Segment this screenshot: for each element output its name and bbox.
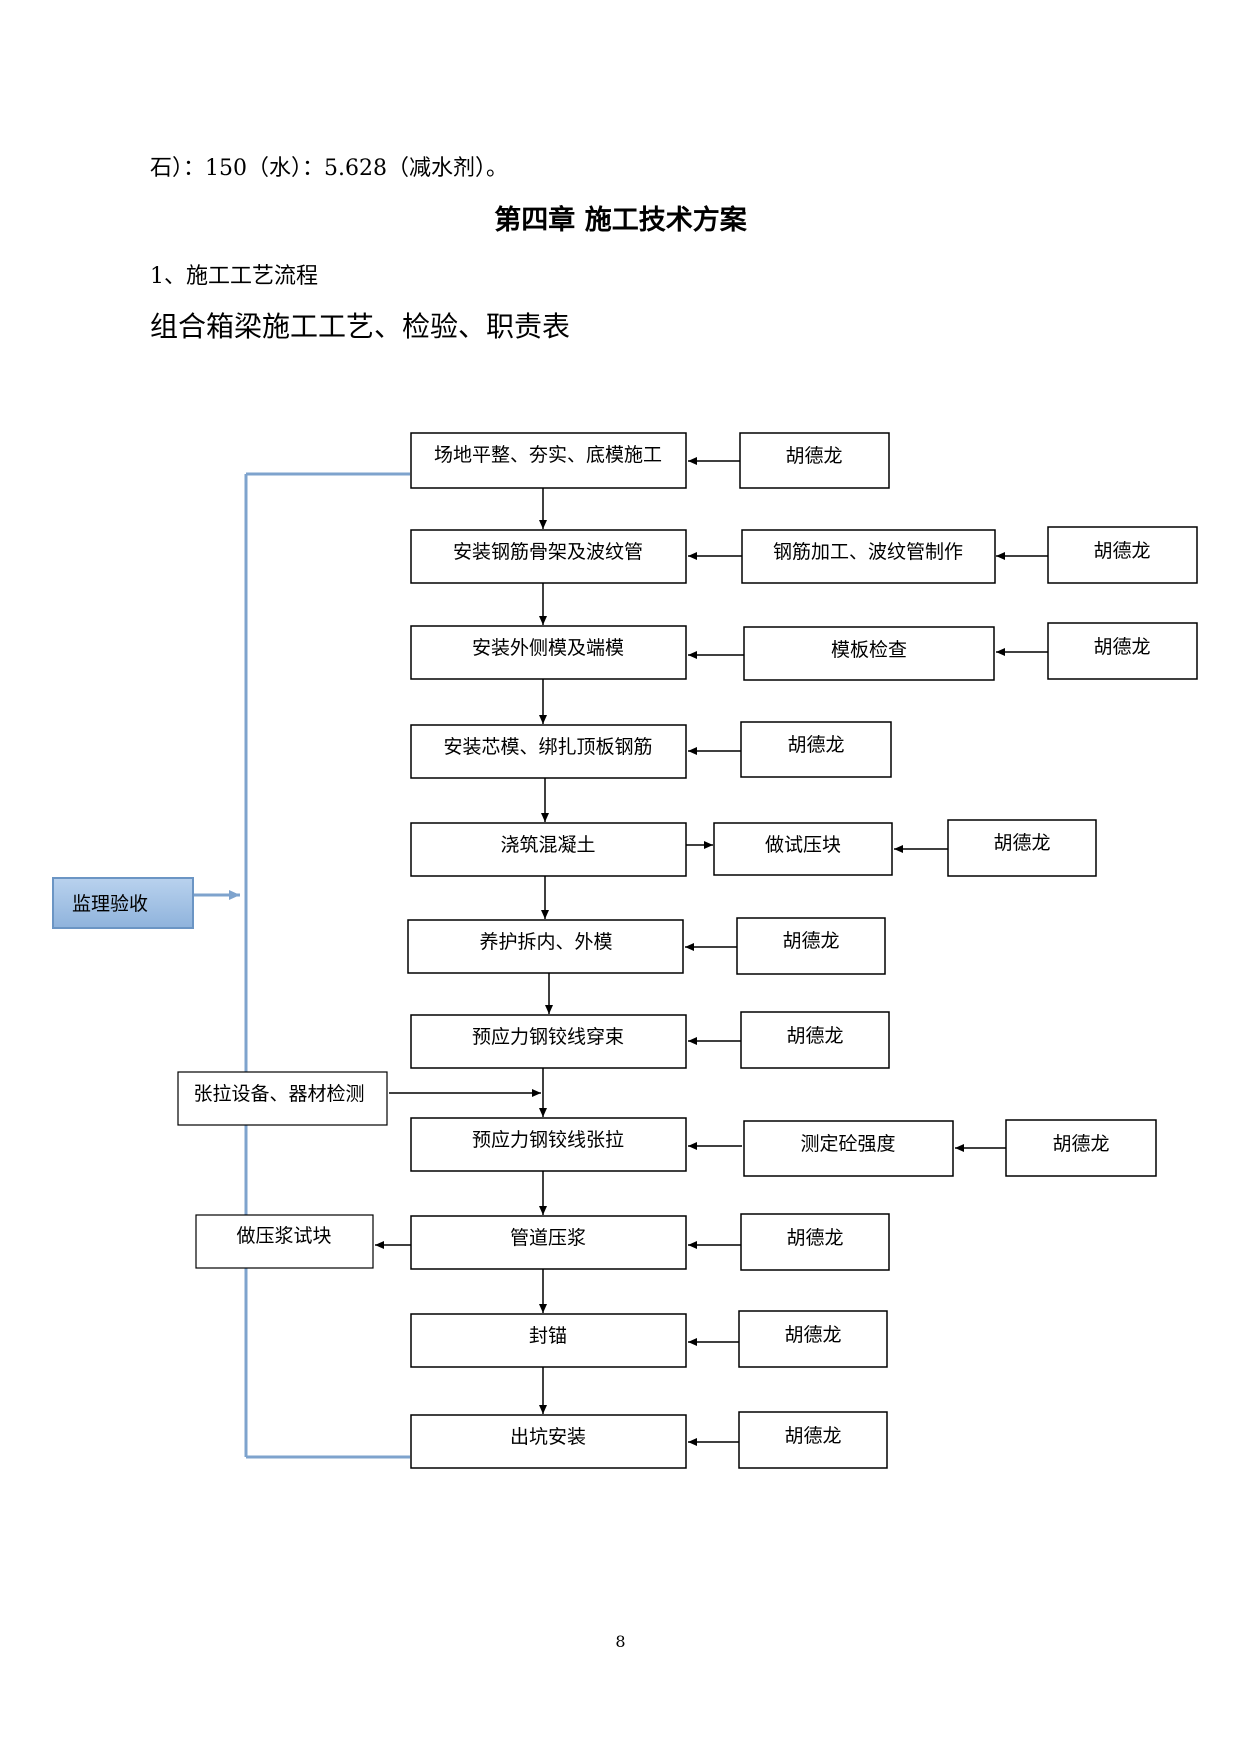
process-step: 管道压浆 — [410, 1215, 687, 1270]
flow-arrows-down — [539, 488, 553, 1414]
responsible-label: 胡德龙 — [786, 1025, 843, 1047]
responsible-box: 胡德龙 — [1005, 1119, 1157, 1177]
supervision-label: 监理验收 — [72, 893, 148, 915]
step-label: 出坑安装 — [510, 1426, 586, 1448]
responsible-label: 胡德龙 — [782, 930, 839, 952]
responsible-label: 胡德龙 — [1093, 540, 1150, 562]
step-label: 预应力钢铰线穿束 — [472, 1026, 624, 1048]
step-label: 管道压浆 — [510, 1227, 586, 1249]
step-label: 安装钢筋骨架及波纹管 — [453, 541, 643, 563]
step-label: 场地平整、夯实、底模施工 — [434, 444, 662, 466]
process-step: 安装外侧模及端模 — [410, 625, 687, 680]
responsible-box: 胡德龙 — [947, 819, 1097, 877]
process-step: 封锚 — [410, 1313, 687, 1368]
svg-text:钢筋加工、波纹管制作: 钢筋加工、波纹管制作 — [773, 541, 963, 563]
step-label: 浇筑混凝土 — [500, 834, 595, 856]
rebar-processing-box: 钢筋加工、波纹管制作 — [741, 529, 996, 584]
grout-test-block-box: 做压浆试块 — [195, 1214, 374, 1269]
responsible-box: 胡德龙 — [738, 1411, 888, 1469]
process-step: 场地平整、夯实、底模施工 — [410, 432, 687, 489]
responsible-box: 胡德龙 — [1047, 622, 1198, 680]
responsible-box: 胡德龙 — [738, 1310, 888, 1368]
page-number: 8 — [615, 1632, 626, 1651]
process-step: 安装钢筋骨架及波纹管 — [410, 529, 687, 584]
responsible-label: 胡德龙 — [787, 734, 844, 756]
svg-text:做压浆试块: 做压浆试块 — [236, 1225, 331, 1247]
svg-text:张拉设备、器材检测: 张拉设备、器材检测 — [193, 1083, 364, 1105]
process-step: 安装芯模、绑扎顶板钢筋 — [410, 724, 687, 779]
supervision-bracket — [194, 472, 410, 1459]
responsible-label: 胡德龙 — [993, 832, 1050, 854]
supervision-box: 监理验收 — [52, 877, 194, 929]
tension-equipment-box: 张拉设备、器材检测 — [177, 1071, 388, 1126]
concrete-strength-box: 测定砼强度 — [743, 1120, 954, 1177]
step-label: 安装芯模、绑扎顶板钢筋 — [443, 736, 652, 758]
responsible-box: 胡德龙 — [740, 721, 892, 778]
section-title: 1、施工工艺流程 — [150, 264, 318, 289]
responsible-box: 胡德龙 — [736, 917, 886, 975]
responsible-box: 胡德龙 — [740, 1213, 890, 1271]
process-step: 出坑安装 — [410, 1414, 687, 1469]
table-title: 组合箱梁施工工艺、检验、职责表 — [150, 310, 571, 343]
process-step: 预应力钢铰线穿束 — [410, 1014, 687, 1069]
responsible-box: 胡德龙 — [740, 1011, 890, 1069]
flow-arrows-horizontal — [375, 457, 1048, 1446]
step-label: 预应力钢铰线张拉 — [472, 1129, 624, 1151]
responsible-label: 胡德龙 — [1093, 636, 1150, 658]
responsible-label: 胡德龙 — [786, 1227, 843, 1249]
step-label: 封锚 — [529, 1325, 567, 1347]
responsible-box: 胡德龙 — [739, 432, 890, 489]
test-block-box: 做试压块 — [713, 822, 893, 876]
step-label: 安装外侧模及端模 — [472, 637, 624, 659]
process-step: 预应力钢铰线张拉 — [410, 1117, 687, 1172]
chapter-title: 第四章 施工技术方案 — [494, 205, 747, 236]
responsible-label: 胡德龙 — [784, 1425, 841, 1447]
process-step: 养护拆内、外模 — [407, 919, 684, 974]
step-label: 养护拆内、外模 — [479, 931, 612, 953]
responsible-box: 胡德龙 — [1047, 526, 1198, 584]
svg-text:模板检查: 模板检查 — [831, 639, 907, 661]
formwork-check-box: 模板检查 — [743, 626, 995, 681]
process-step: 浇筑混凝土 — [410, 822, 687, 877]
svg-text:做试压块: 做试压块 — [765, 834, 841, 856]
responsible-label: 胡德龙 — [785, 445, 842, 467]
responsible-label: 胡德龙 — [1052, 1133, 1109, 1155]
intro-line: 石）：150（水）：5.628（减水剂）。 — [150, 156, 508, 181]
svg-text:测定砼强度: 测定砼强度 — [800, 1133, 895, 1155]
responsible-label: 胡德龙 — [784, 1324, 841, 1346]
